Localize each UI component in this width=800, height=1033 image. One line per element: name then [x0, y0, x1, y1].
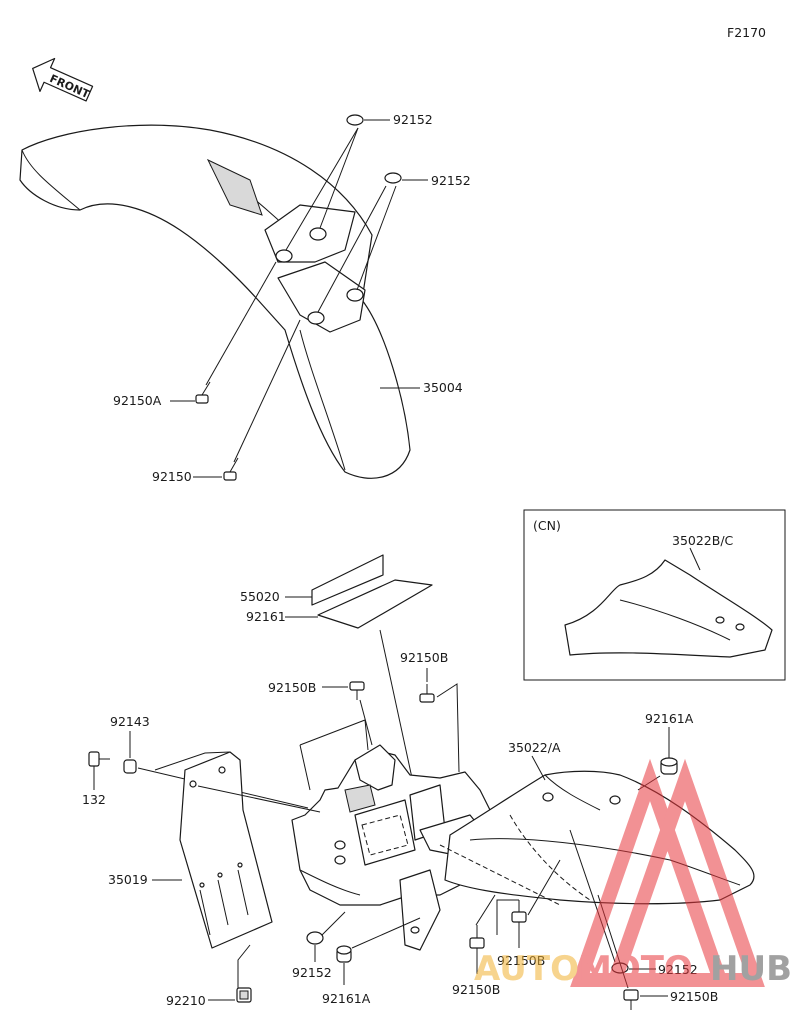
bolt-92150B-icon: [623, 989, 639, 1010]
bolt-92150A-icon: [195, 381, 211, 404]
grommet-92161A-icon: [660, 757, 678, 775]
label-35019: 35019: [108, 872, 148, 887]
front-fender-35004: [19, 124, 411, 479]
bolt-92150B-icon: [419, 684, 435, 703]
label-92150A: 92150A: [113, 393, 162, 408]
bolt-hole: [346, 288, 364, 302]
watermark-logo: AUTO MOTO HUB: [474, 758, 792, 989]
watermark-text-auto: AUTO: [474, 949, 579, 989]
label-35022BC: 35022B/C: [672, 533, 734, 548]
label-92143: 92143: [110, 714, 150, 729]
front-arrow-icon: FRONT: [32, 57, 94, 102]
label-92152: 92152: [292, 965, 332, 980]
inset-label: (CN): [533, 518, 561, 533]
label-35022A: 35022/A: [508, 740, 561, 755]
label-92150B: 92150B: [268, 680, 316, 695]
rear-inner-fender: [291, 744, 491, 951]
bolt-92150B-icon: [349, 681, 365, 700]
clip-nut-92210-icon: [236, 987, 252, 1003]
label-92150B: 92150B: [400, 650, 448, 665]
label-55020: 55020: [240, 589, 280, 604]
bolt-92150B-icon: [469, 925, 485, 949]
figure-code: F2170: [727, 25, 766, 40]
bolt-hole: [309, 227, 327, 241]
label-92152: 92152: [431, 173, 471, 188]
bolt-hole: [275, 249, 293, 263]
washer-92152-icon: [384, 172, 402, 184]
label-92150B: 92150B: [670, 989, 718, 1004]
grommet-92161A-icon: [336, 945, 352, 963]
inset-box-cn: [523, 509, 786, 681]
sheet-55020: [311, 554, 384, 606]
label-92150: 92150: [152, 469, 192, 484]
bolt-hole: [307, 311, 325, 325]
sheet-92161: [317, 579, 433, 629]
label-92150B: 92150B: [497, 953, 545, 968]
label-92161A: 92161A: [322, 991, 371, 1006]
rear-fender-cover-35022BC: [564, 559, 773, 658]
label-132: 132: [82, 792, 106, 807]
label-92150B: 92150B: [452, 982, 500, 997]
label-92210: 92210: [166, 993, 206, 1008]
washer-92152-icon: [346, 114, 364, 126]
washer-92152-icon: [306, 931, 324, 945]
collar-92143-icon: [123, 759, 137, 774]
bolt-92150-icon: [223, 457, 239, 481]
label-92161: 92161: [246, 609, 286, 624]
watermark-text-hub: HUB: [710, 949, 792, 989]
label-35004: 35004: [423, 380, 463, 395]
bolt-132-icon: [88, 751, 110, 767]
label-92152: 92152: [393, 112, 433, 127]
watermark-text-moto: MOTO: [578, 949, 693, 989]
license-bracket-35019: [179, 751, 273, 949]
bolt-92150B-icon: [511, 900, 527, 923]
label-92161A: 92161A: [645, 711, 694, 726]
